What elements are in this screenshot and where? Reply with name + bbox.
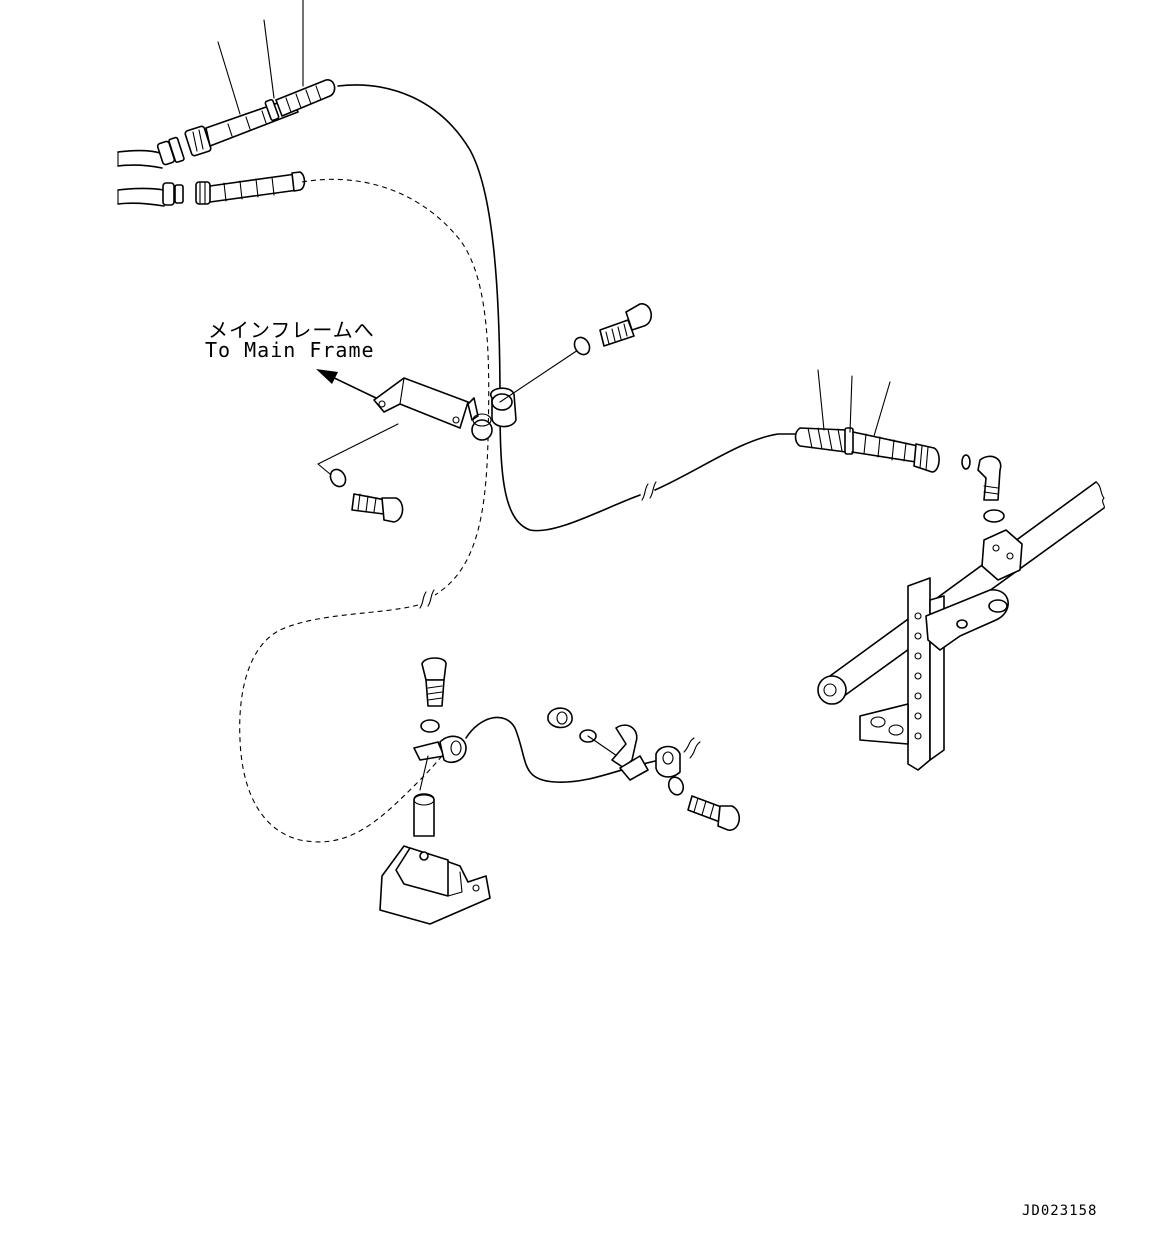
upper-hose-assembly [117,0,336,169]
drawing-code: JD023158 [1022,1203,1098,1219]
lower-hose-assembly [117,171,306,207]
destination-label-en: To Main Frame [205,338,375,362]
bottom-mount-assembly [379,657,661,925]
break-mark [641,481,657,501]
break-mark-dashed [419,589,435,609]
arrow-to-main-frame [316,369,377,399]
hose-route-dashed [239,178,490,843]
destination-label-jp: メインフレームへ [208,318,375,342]
bracket-clamp-center [317,303,652,523]
hose-route-solid [337,84,801,532]
right-hose-assembly [794,369,1005,523]
right-frame-assembly [817,481,1105,771]
bottom-clamp-assembly [547,707,740,831]
